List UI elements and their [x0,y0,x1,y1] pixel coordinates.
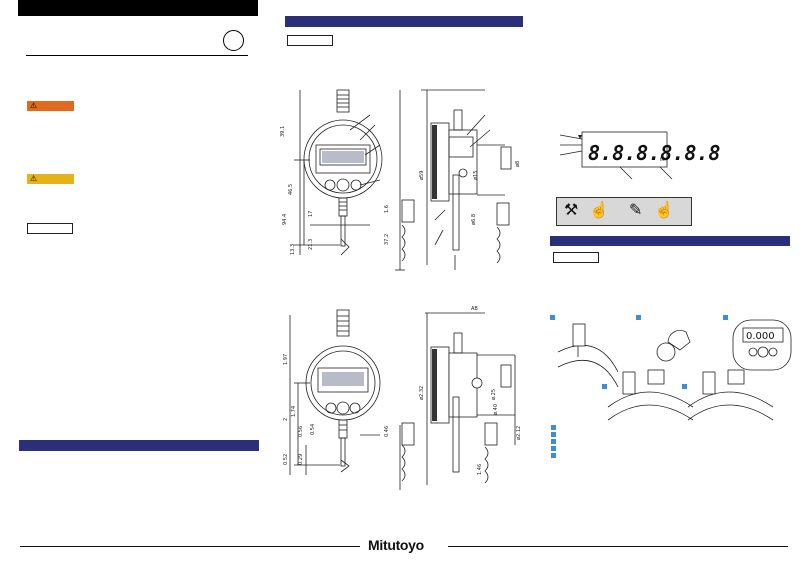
dim-label: 21.3 [308,239,314,250]
dim-label: 0.46 [384,426,390,437]
step-markers [551,425,557,458]
installation-figure: 0.000 [550,315,792,421]
figure-display-value: 0.000 [746,331,775,342]
bottom-front-view-drawing: 1.97 1.74 0.56 0.54 0.46 0.52 2 0.29 [283,309,415,490]
dim-label: 1.74 [291,406,297,417]
dim-label: ø.25 [491,389,497,400]
top-front-view-drawing: 39.1 46.5 94.4 17 37.2 21.3 13.3 1.6 [280,89,415,271]
dim-label: 13.3 [290,244,296,255]
dim-label: 1.97 [283,354,289,365]
bottom-side-view-drawing: ø2.32 ø.25 ø.40 ø2.12 1.46 AB [419,306,522,485]
dim-label: 39.1 [280,126,286,137]
footer-rule-right [448,546,788,547]
dim-label: 17 [308,211,314,217]
dim-label: ø59 [419,171,425,180]
dim-label: 94.4 [282,214,288,225]
top-side-view-drawing: ø59 ø8 ø15 ø6.8 [419,89,521,270]
left-title-underline [26,55,248,56]
dim-label: ø.40 [493,404,499,415]
dim-label: AB [471,306,478,312]
lcd-digits: 8.8.8.8.8.8 [588,141,720,165]
dim-label: ø6.8 [471,214,477,225]
dim-label: 0.54 [310,424,316,435]
warning-triangle-icon: ⚠ [30,101,38,110]
brand-logo: Mitutoyo [368,537,424,553]
button-operation-panel: ⚒ ☝ ✎ ☝ [556,197,692,226]
note-label-box [27,223,73,234]
dim-label: 0.56 [298,426,304,437]
lcd-unit: in [660,157,665,163]
lcd-display-diagram: 8.8.8.8.8.8 in [559,131,720,180]
footer-rule-left [20,546,360,547]
pin-tool-icon: ✎ [629,202,643,219]
right-label-box [553,252,599,263]
dim-label: ø15 [473,171,479,180]
middle-label-box [287,35,333,46]
pointing-hand-icon: ☝ [589,202,609,219]
right-section-bar [550,236,790,246]
middle-section-bar [285,16,523,27]
pointing-hand-icon: ☝ [654,202,674,219]
dim-label: 0.29 [298,454,304,465]
dim-label: 2 [283,418,289,421]
dim-label: 1.46 [477,464,483,475]
dim-label: 46.5 [288,184,294,195]
dim-label: 1.6 [384,205,390,213]
dim-label: ø2.12 [516,426,522,440]
press-tool-icon: ⚒ [564,202,579,219]
left-section-bar [19,440,259,451]
dim-label: ø8 [515,161,521,167]
warning-badge: ⚠ [27,101,74,111]
dim-label: 37.2 [384,234,390,245]
caution-badge: ⚠ [27,174,74,184]
circle-mark [223,30,244,51]
caution-triangle-icon: ⚠ [30,174,38,183]
dim-label: ø2.32 [419,386,425,400]
left-title-bar [18,0,258,16]
dim-label: 0.52 [283,454,289,465]
